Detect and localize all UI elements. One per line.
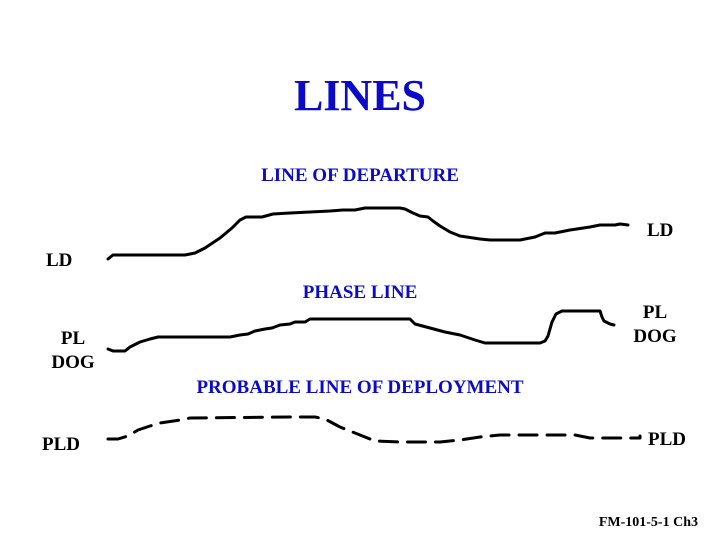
line-of-departure <box>106 206 630 261</box>
ld-left-label: LD <box>46 250 73 271</box>
ld-right-label: LD <box>647 220 674 241</box>
pld-left-label: PLD <box>42 434 80 455</box>
pl-dog-left-label: PL DOG <box>44 327 102 375</box>
phase-line-heading: PHASE LINE <box>302 282 418 303</box>
pl-left-label-line1: PL <box>60 328 86 349</box>
line-of-departure-heading: LINE OF DEPARTURE <box>261 165 459 186</box>
slide-title: LINES <box>293 71 427 120</box>
pl-right-label-line1: PL <box>642 302 668 323</box>
pl-dog-right-label: PL DOG <box>626 301 684 349</box>
pl-left-label-line2: DOG <box>51 352 95 373</box>
pld-right-label: PLD <box>648 429 686 450</box>
probable-line-of-deployment-heading: PROBABLE LINE OF DEPLOYMENT <box>196 377 524 398</box>
probable-line-of-deployment <box>106 415 642 444</box>
phase-line <box>106 309 616 353</box>
pl-right-label-line2: DOG <box>633 326 677 347</box>
footer-reference: FM-101-5-1 Ch3 <box>598 515 698 530</box>
